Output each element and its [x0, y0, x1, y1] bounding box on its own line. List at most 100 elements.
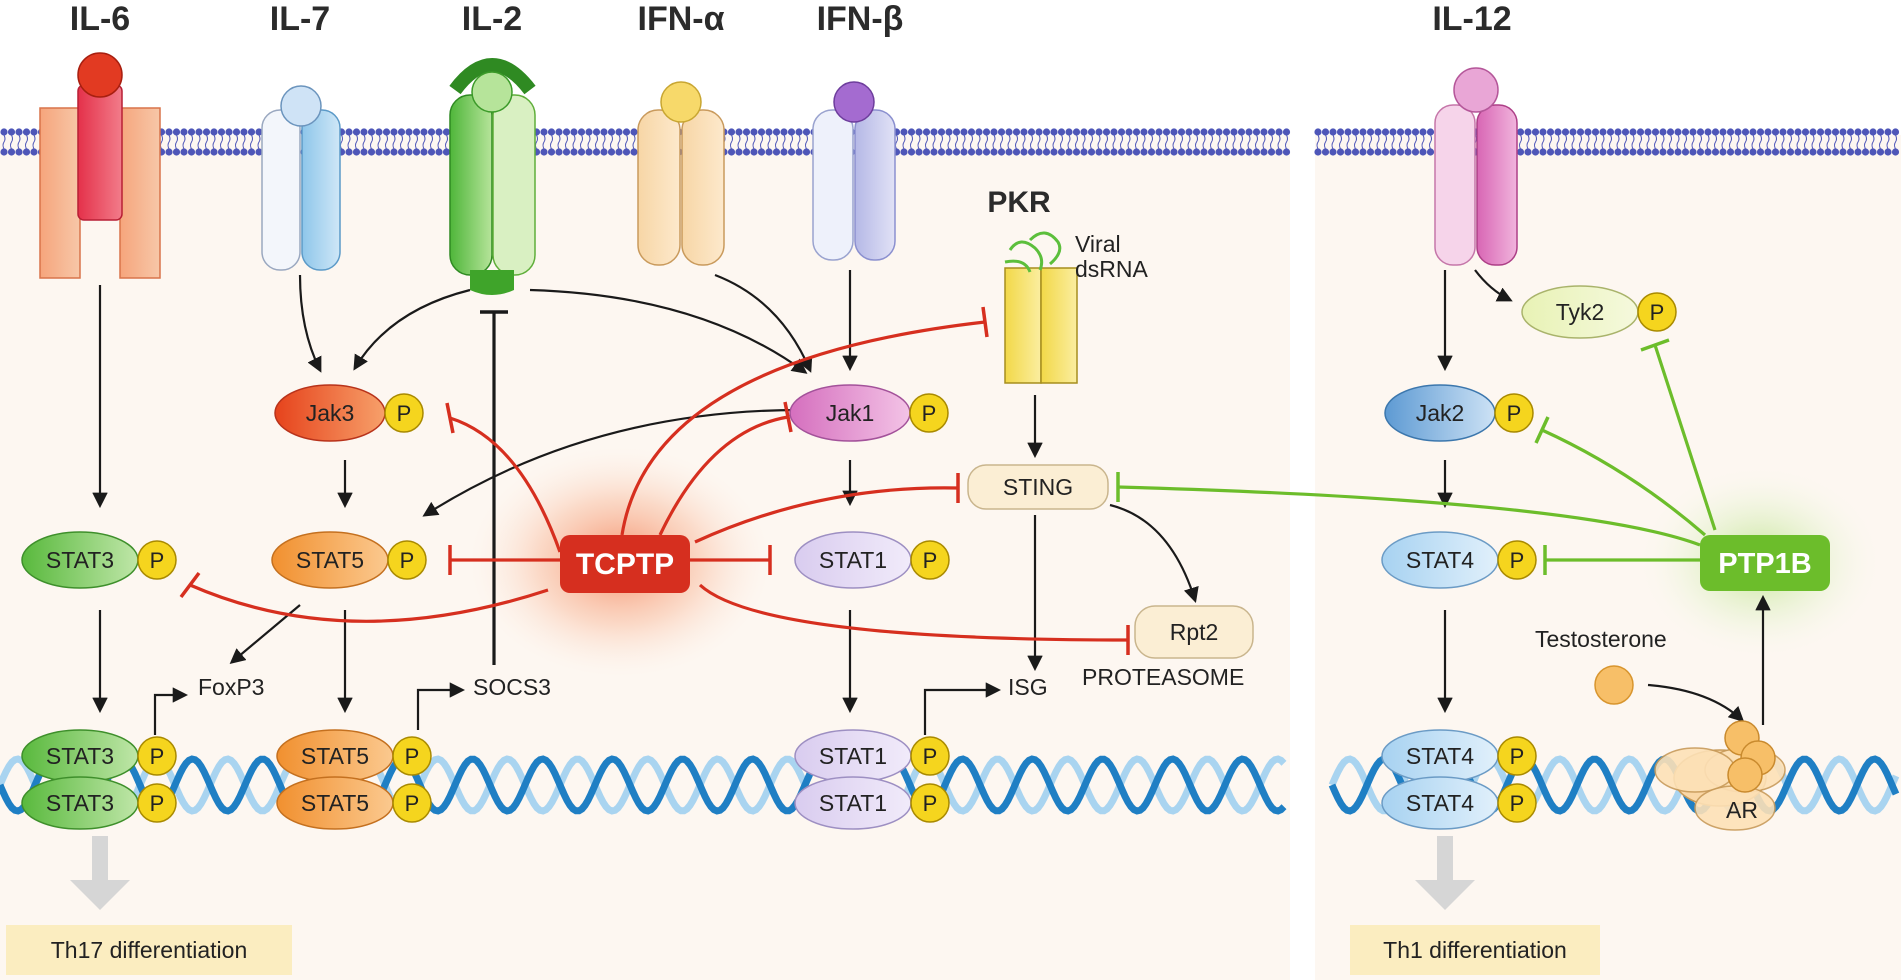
jak1-node-phospho-label: P	[922, 401, 937, 426]
jak2-node-phospho-label: P	[1507, 401, 1522, 426]
tyk2-node-phospho-icon	[1637, 292, 1677, 332]
th1-box	[1350, 925, 1600, 975]
stat3-dimer-top-phospho-icon	[137, 736, 177, 776]
stat5-dimer-top-label: STAT5	[301, 743, 369, 769]
stat4-dimer-bottom-label: STAT4	[1406, 790, 1474, 816]
viral-label: Viral	[1075, 231, 1121, 257]
jak3-node: Jak3 P	[274, 384, 424, 442]
ifna-receptor	[637, 81, 725, 266]
stat1-node: STAT1 P	[794, 531, 950, 589]
ar-complex: AR	[1654, 720, 1786, 831]
ifnb-label: IFN-β	[817, 0, 904, 38]
il12-label: IL-12	[1432, 0, 1511, 38]
ifnb-receptor	[812, 81, 896, 261]
stat5-dimer-bottom-phospho-icon	[392, 783, 432, 823]
th17-label: Th17 differentiation	[51, 937, 248, 963]
stat1-node-phospho-label: P	[923, 548, 938, 573]
stat1-node-label: STAT1	[819, 547, 887, 573]
proteasome-label: PROTEASOME	[1082, 664, 1244, 690]
testosterone-icon	[1594, 665, 1634, 705]
stat4-dimer-top-label: STAT4	[1406, 743, 1474, 769]
stat3-dimer-top-phospho-label: P	[150, 744, 165, 769]
rpt2-node: Rpt2	[1134, 605, 1254, 659]
stat5-dimer-top-phospho-icon	[392, 736, 432, 776]
socs3-label: SOCS3	[473, 674, 551, 700]
stat1-dimer-top-phospho-label: P	[923, 744, 938, 769]
ifna-label: IFN-α	[638, 0, 725, 38]
stat1-dimer-top: STAT1 P	[794, 729, 950, 783]
stat1-dimer-bottom: STAT1 P	[794, 776, 950, 830]
jak1-node-label: Jak1	[826, 400, 875, 426]
stat1-node-phospho-icon	[910, 540, 950, 580]
tyk2-node: Tyk2 P	[1521, 285, 1677, 339]
ar-label: AR	[1726, 797, 1758, 823]
viral-dsrna-icon	[1004, 231, 1062, 273]
th1-label: Th1 differentiation	[1383, 937, 1567, 963]
sting-node: STING	[967, 464, 1109, 510]
tyk2-node-phospho-label: P	[1650, 300, 1665, 325]
jak2-node: Jak2 P	[1384, 384, 1534, 442]
stat5-dimer-top: STAT5 P	[276, 729, 432, 783]
ptp1b-label: PTP1B	[1718, 548, 1811, 580]
pkr-receptor	[1004, 267, 1078, 384]
rpt2-label: Rpt2	[1170, 619, 1219, 645]
il2-receptor	[449, 58, 536, 295]
jak3-node-phospho-label: P	[397, 401, 412, 426]
th17-box	[6, 925, 292, 975]
jak3-node-label: Jak3	[306, 400, 355, 426]
tyk2-node-label: Tyk2	[1556, 299, 1605, 325]
stat4-node-phospho-icon	[1497, 540, 1537, 580]
stat4-dimer-top-phospho-icon	[1497, 736, 1537, 776]
stat4-dimer-bottom-phospho-icon	[1497, 783, 1537, 823]
stat4-dimer-top: STAT4 P	[1381, 729, 1537, 783]
foxp3-label: FoxP3	[198, 674, 264, 700]
jak2-node-label: Jak2	[1416, 400, 1465, 426]
il6-label: IL-6	[70, 0, 130, 38]
jak2-node-phospho-icon	[1494, 393, 1534, 433]
dsrna-label: dsRNA	[1075, 256, 1149, 282]
stat1-dimer-bottom-phospho-label: P	[923, 791, 938, 816]
stat5-dimer-bottom: STAT5 P	[276, 776, 432, 830]
jak1-node-phospho-icon	[909, 393, 949, 433]
stat5-node-phospho-icon	[387, 540, 427, 580]
il7-label: IL-7	[270, 0, 330, 38]
stat1-dimer-top-phospho-icon	[910, 736, 950, 776]
stat3-dimer-top: STAT3 P	[21, 729, 177, 783]
stat5-dimer-bottom-label: STAT5	[301, 790, 369, 816]
stat3-node-phospho-label: P	[150, 548, 165, 573]
stat5-node: STAT5 P	[271, 531, 427, 589]
stat3-dimer-bottom-label: STAT3	[46, 790, 114, 816]
th1-arrow	[1415, 836, 1475, 910]
th17-arrow	[70, 836, 130, 910]
stat5-dimer-top-phospho-label: P	[405, 744, 420, 769]
stat4-node: STAT4 P	[1381, 531, 1537, 589]
stat1-dimer-bottom-label: STAT1	[819, 790, 887, 816]
tcptp-label: TCPTP	[576, 548, 674, 581]
stat1-dimer-top-label: STAT1	[819, 743, 887, 769]
il2-label: IL-2	[462, 0, 522, 38]
tcptp-node: TCPTP	[560, 535, 690, 593]
il6-receptor	[39, 52, 161, 279]
stat5-node-phospho-label: P	[400, 548, 415, 573]
stat4-node-label: STAT4	[1406, 547, 1474, 573]
stat4-dimer-bottom-phospho-label: P	[1510, 791, 1525, 816]
stat3-dimer-top-label: STAT3	[46, 743, 114, 769]
jak3-node-phospho-icon	[384, 393, 424, 433]
il7-receptor	[261, 85, 341, 271]
sting-label: STING	[1003, 474, 1073, 500]
il12-receptor	[1434, 67, 1518, 266]
stat5-node-label: STAT5	[296, 547, 364, 573]
stat5-dimer-bottom-phospho-label: P	[405, 791, 420, 816]
stat4-dimer-bottom: STAT4 P	[1381, 776, 1537, 830]
signaling-edges	[92, 269, 1771, 735]
stat3-node-phospho-icon	[137, 540, 177, 580]
stat4-dimer-top-phospho-label: P	[1510, 744, 1525, 769]
ptp1b-node: PTP1B	[1700, 535, 1830, 591]
stat3-dimer-bottom-phospho-icon	[137, 783, 177, 823]
stat4-node-phospho-label: P	[1510, 548, 1525, 573]
